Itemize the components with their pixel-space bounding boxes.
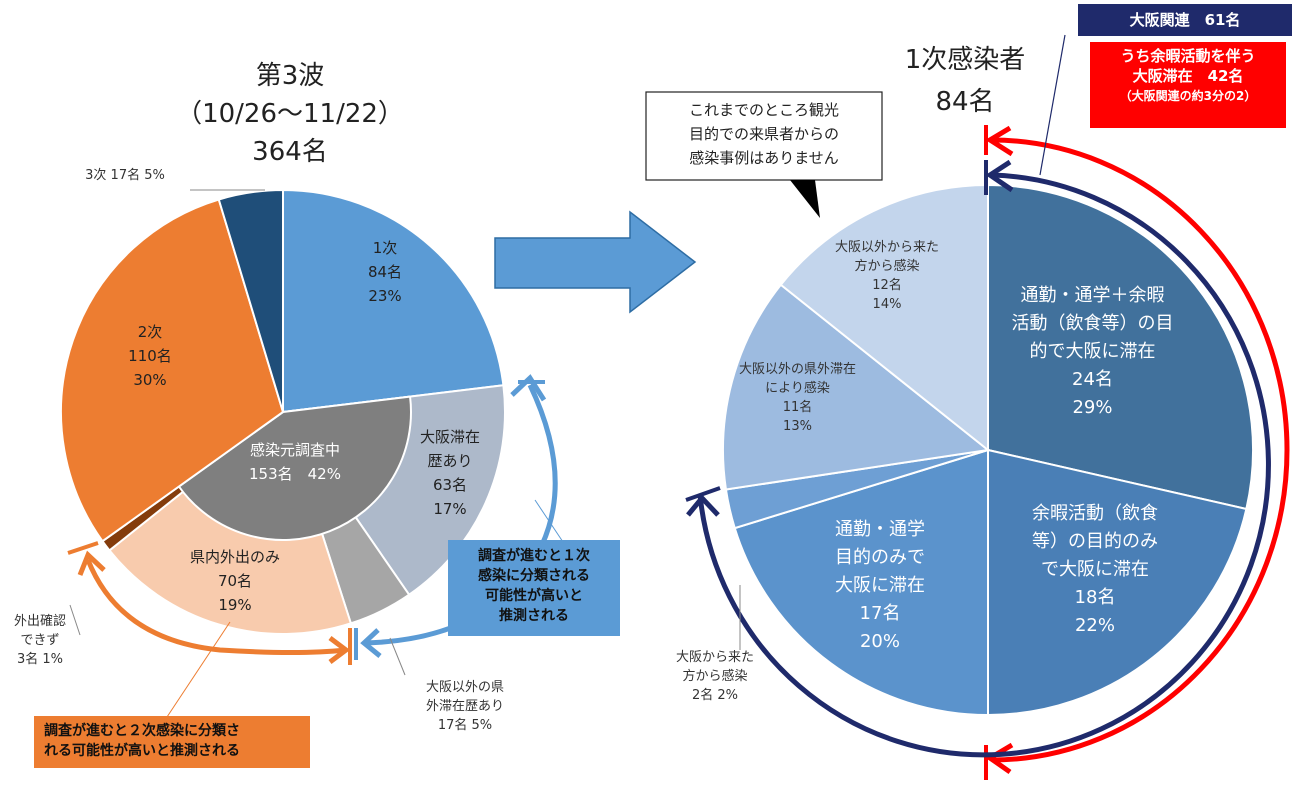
orange-curved-arrow [85, 559, 346, 655]
left-title: 第3波 [255, 61, 325, 91]
red-arrowhead-top [985, 125, 1014, 157]
red-arrowhead-bottom [985, 742, 1014, 775]
slice-primary [282, 188, 505, 414]
transition-arrow [494, 210, 697, 314]
slice-out-of-osaka-pref [722, 283, 991, 491]
navy-arrowhead-top [985, 159, 1014, 193]
callout-text: これまでのところ観光 目的での来県者からの 感染事例はありません [688, 101, 839, 167]
orange-arrowhead-left [77, 550, 106, 576]
note-primary: 調査が進むと１次 感染に分類される 可能性が高いと 推測される [448, 540, 620, 636]
left-pie [60, 188, 506, 635]
orange-arrowhead-right [328, 636, 351, 664]
blue-arrowhead-top [510, 374, 547, 402]
slice-secondary [60, 198, 285, 543]
label-tertiary: 3次 17名 5% [85, 168, 165, 183]
red-arc [991, 137, 1290, 763]
slice-leisure [987, 448, 1248, 717]
slice-commute-leisure [987, 183, 1254, 511]
callout-bubble [645, 91, 883, 181]
navy-arc [697, 172, 1271, 758]
slice-tertiary [217, 188, 284, 413]
right-total: 84名 [935, 87, 995, 117]
left-period: （10/26～11/22） [176, 99, 404, 129]
right-title: 1次感染者 [904, 45, 1026, 75]
navy-arrowhead-left [686, 494, 720, 517]
left-total: 364名 [252, 137, 328, 167]
osaka-related-box: 大阪関連 61名 [1078, 4, 1292, 36]
slice-commute [733, 448, 989, 717]
leisure-stay-box: うち余暇活動を伴う 大阪滞在 42名 （大阪関連の約3分の2） [1090, 42, 1286, 128]
slice-from-outside-osaka [779, 183, 989, 453]
right-pie [722, 183, 1254, 717]
blue-arrowhead-bottom [360, 628, 382, 658]
note-secondary: 調査が進むと２次感染に分類さ れる可能性が高いと推測される [34, 716, 310, 768]
slice-investigating [177, 395, 412, 541]
